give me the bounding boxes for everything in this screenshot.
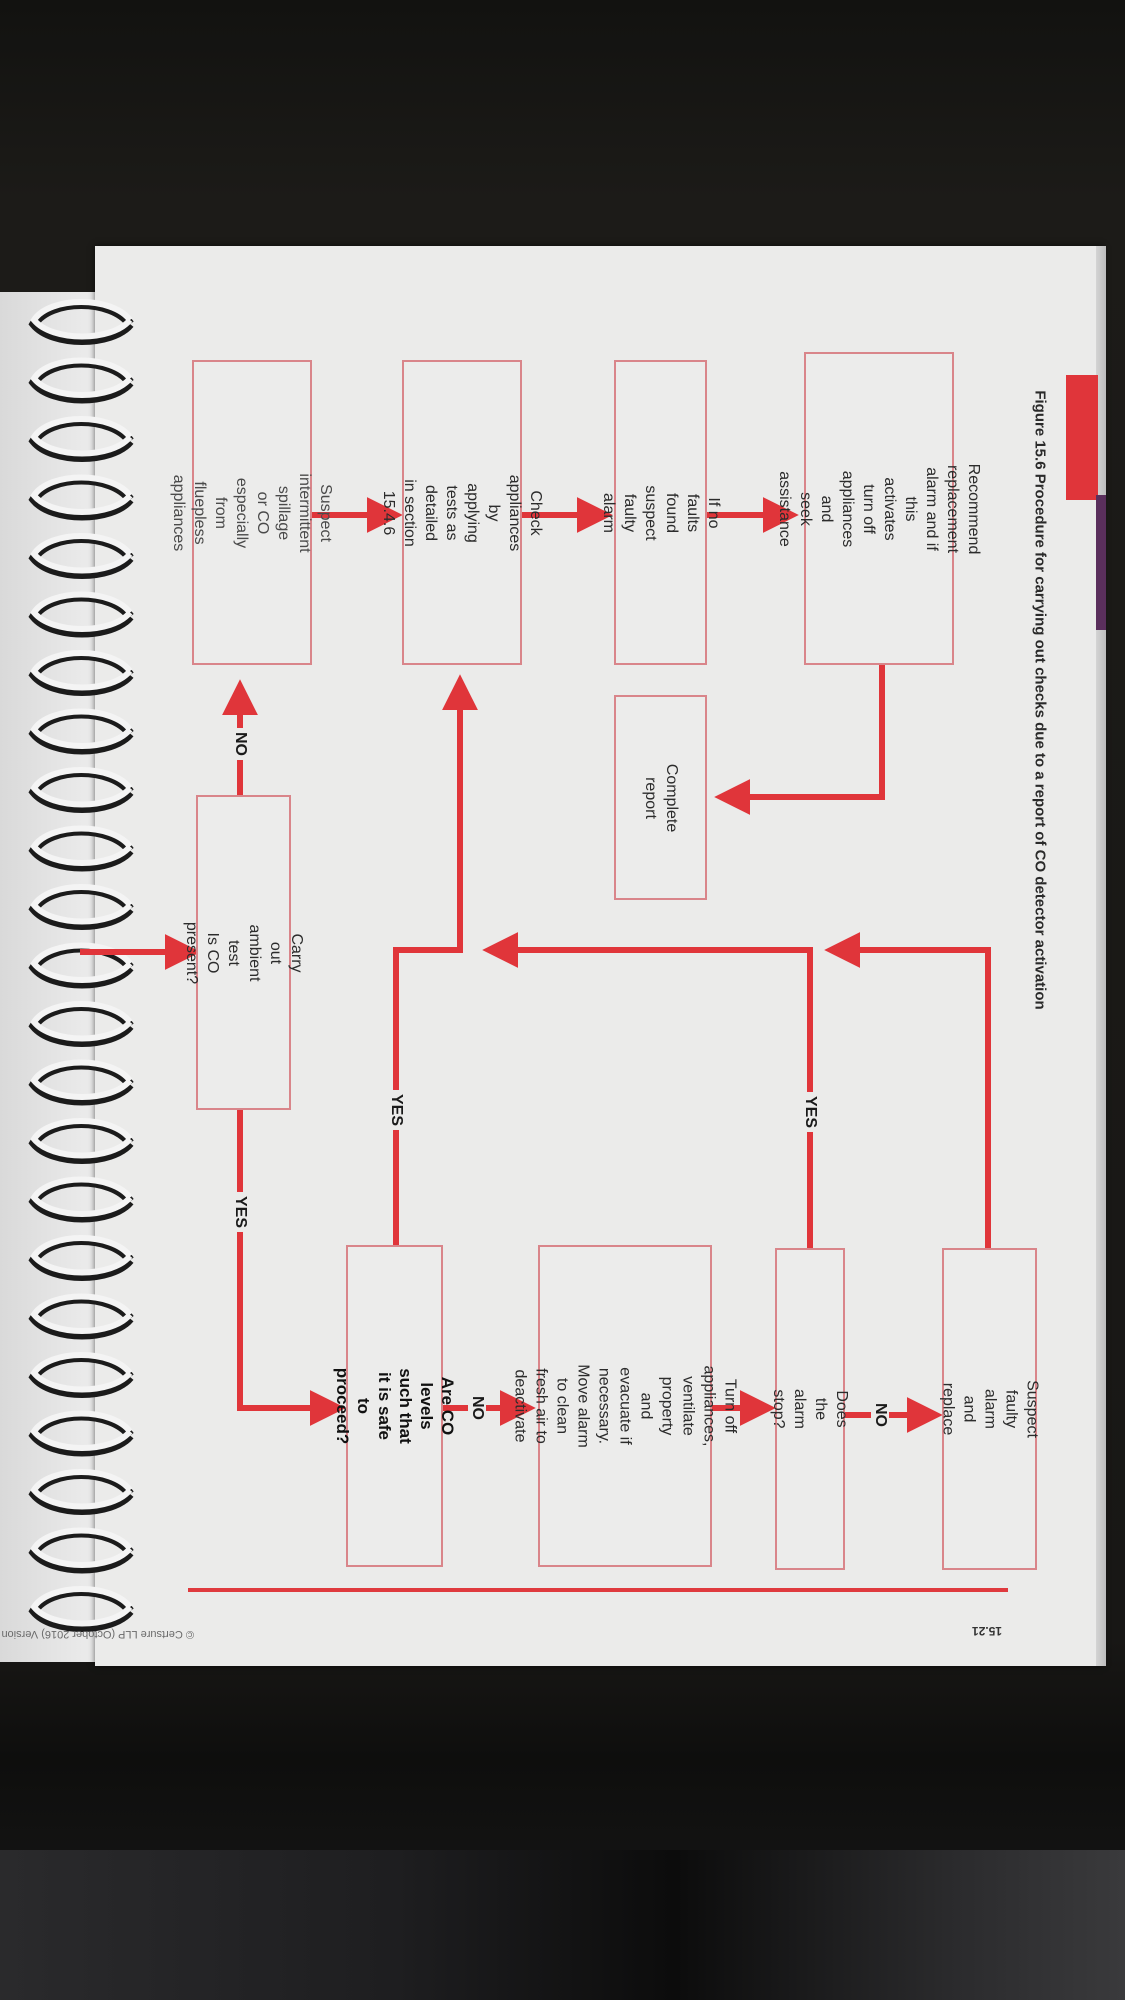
binding-ring [30, 884, 133, 925]
box-ambient-test-text: Carry out ambient test Is CO present? [182, 921, 305, 984]
binding-ring [30, 767, 133, 808]
box-faulty-alarm: Suspect faulty alarm and replace [939, 1248, 1040, 1570]
binding-ring [30, 1001, 133, 1042]
binding-ring [30, 1235, 133, 1276]
binding-ring [30, 1469, 133, 1510]
label-colevels-no: NO [468, 1392, 486, 1424]
box-turn-off: Turn off appliances, ventilate property … [512, 1245, 739, 1567]
footer-rule [188, 1588, 1008, 1592]
arrow-recommend-to-report [714, 665, 885, 815]
box-spillage-text: Suspect intermittent spillage or CO espe… [170, 472, 334, 553]
binding-ring [30, 1118, 133, 1159]
label-ambient-yes: YES [231, 1191, 249, 1233]
box-alarm-stop: Does the alarm stop? [770, 1248, 850, 1570]
box-complete-report: Complete report [614, 695, 707, 900]
binding-ring [30, 1410, 133, 1451]
box-faulty-alarm-text: Suspect faulty alarm and replace [939, 1380, 1040, 1438]
page-stack-edge [1096, 246, 1106, 1666]
binding-ring [30, 1176, 133, 1217]
box-complete-report-text: Complete report [641, 763, 680, 832]
box-recommend: Recommend replacement alarm and if this … [776, 352, 982, 665]
binding-ring [30, 942, 133, 983]
box-ambient-test: Carry out ambient test Is CO present? [183, 795, 305, 1110]
box-check-appliances-text: Check appliances by applying tests as de… [380, 474, 544, 551]
box-no-faults: If no faults found suspect faulty alarm [600, 360, 722, 665]
binding-ring [30, 533, 133, 574]
label-ambient-no: NO [231, 728, 249, 760]
box-alarm-stop-text: Does the alarm stop? [770, 1388, 850, 1430]
floor-background [0, 1850, 1125, 2000]
arrow-colevels-yes [393, 674, 478, 1245]
binding-ring [30, 1293, 133, 1334]
label-colevels-yes: YES [387, 1089, 405, 1131]
binding-ring [30, 1352, 133, 1393]
binding-ring [30, 825, 133, 866]
box-no-faults-text: If no faults found suspect faulty alarm [599, 484, 722, 541]
binding-ring [30, 357, 133, 398]
binding-ring [30, 474, 133, 515]
box-recommend-text: Recommend replacement alarm and if this … [776, 463, 982, 554]
box-co-levels-text: Are CO levels such that it is safe to pr… [332, 1367, 457, 1445]
arrow-alarmstop-yes [482, 932, 813, 1248]
label-alarmstop-yes: YES [801, 1091, 819, 1133]
box-check-appliances: Check appliances by applying tests as de… [380, 360, 544, 665]
label-alarmstop-no: NO [871, 1399, 889, 1431]
figure-caption: Figure 15.6 Procedure for carrying out c… [1031, 390, 1049, 1010]
binding-ring [30, 591, 133, 632]
box-spillage: Suspect intermittent spillage or CO espe… [170, 360, 334, 665]
binding-ring [30, 1527, 133, 1568]
box-turn-off-text: Turn off appliances, ventilate property … [511, 1364, 739, 1448]
binding-ring [30, 1059, 133, 1100]
spiral-binding [28, 299, 134, 1632]
binding-ring [30, 299, 133, 340]
arrow-ambient-yes [237, 1110, 346, 1426]
section-tab [1066, 375, 1098, 500]
arrow-faulty-return [824, 932, 991, 1248]
binding-ring [30, 708, 133, 749]
box-co-levels: Are CO levels such that it is safe to pr… [333, 1245, 457, 1567]
binding-ring [30, 416, 133, 457]
section-tab-secondary [1096, 495, 1106, 630]
binding-ring [30, 650, 133, 691]
binding-ring [30, 1586, 133, 1627]
